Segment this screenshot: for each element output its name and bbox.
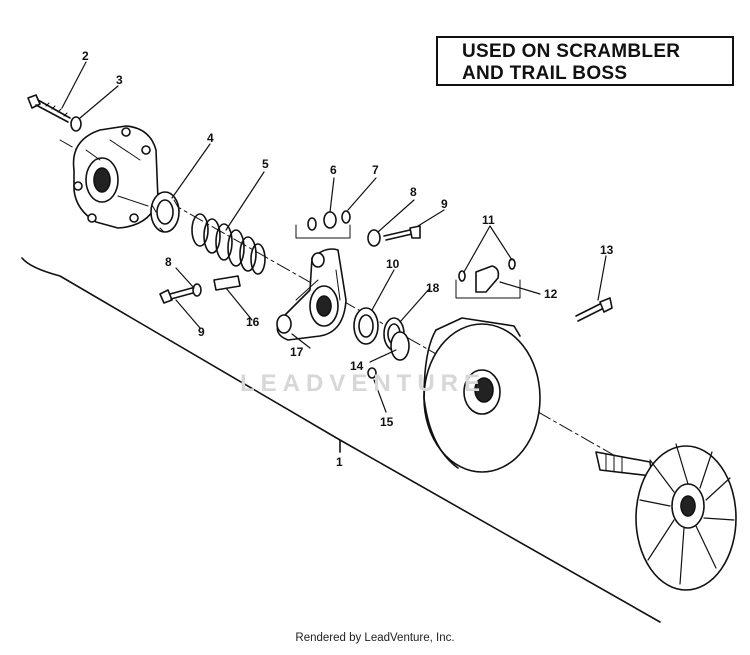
callout-15: 15 [380,415,394,429]
bearing-part-4 [150,191,180,233]
callout-9-upper: 9 [441,197,448,211]
note-line-1: USED ON SCRAMBLER [462,41,681,62]
callout-3: 3 [116,73,123,87]
bracket-6-7 [295,224,351,239]
callout-7: 7 [372,163,379,177]
fixed-sheave [595,443,737,591]
assembly-bracket-line [21,257,661,623]
leader-lines [61,61,607,413]
bushing-part-14 [390,331,410,361]
washer-part-7 [341,210,351,224]
note-line-2: AND TRAIL BOSS [462,63,628,84]
weight-part-12 [475,265,500,293]
bolt-part-9-upper [383,225,421,241]
spring-part-5 [191,213,266,275]
callout-10: 10 [386,257,400,271]
callout-9-lower: 9 [198,325,205,339]
bushing-part-10 [353,307,379,345]
callout-11: 11 [482,213,495,227]
washer-part-11a [458,270,466,282]
callout-2: 2 [82,49,89,63]
callout-6: 6 [330,163,337,177]
bolt-part-13 [575,297,613,322]
cover-housing [72,125,159,229]
callout-14: 14 [350,359,364,373]
callout-17: 17 [290,345,304,359]
callout-labels: 2 3 4 5 6 7 8 9 11 13 8 10 18 12 16 9 17… [82,49,614,469]
watermark-text: LEADVENTURE [240,370,487,397]
callout-5: 5 [262,157,269,171]
bolt-part-9-lower [159,287,194,304]
spider-part-17 [276,248,347,341]
callout-16: 16 [246,315,260,329]
callout-18: 18 [426,281,440,295]
callout-8-upper: 8 [410,185,417,199]
bracket-11-12 [455,279,521,299]
callout-8-lower: 8 [165,255,172,269]
applicability-note-box: USED ON SCRAMBLER AND TRAIL BOSS [436,36,734,86]
callout-13: 13 [600,243,614,257]
roller-part-6 [307,211,337,231]
bushing-part-8-upper [367,229,381,247]
footer-credit: Rendered by LeadVenture, Inc. [295,632,455,644]
nut-part-15 [367,367,377,379]
callout-1: 1 [336,455,343,469]
callout-4: 4 [207,131,214,145]
moveable-sheave [423,317,541,473]
pin-part-16 [213,275,241,291]
bushing-part-8-lower [192,283,202,297]
washer-part-3 [70,116,82,132]
bolt-part-2 [27,94,71,123]
callout-12: 12 [544,287,558,301]
